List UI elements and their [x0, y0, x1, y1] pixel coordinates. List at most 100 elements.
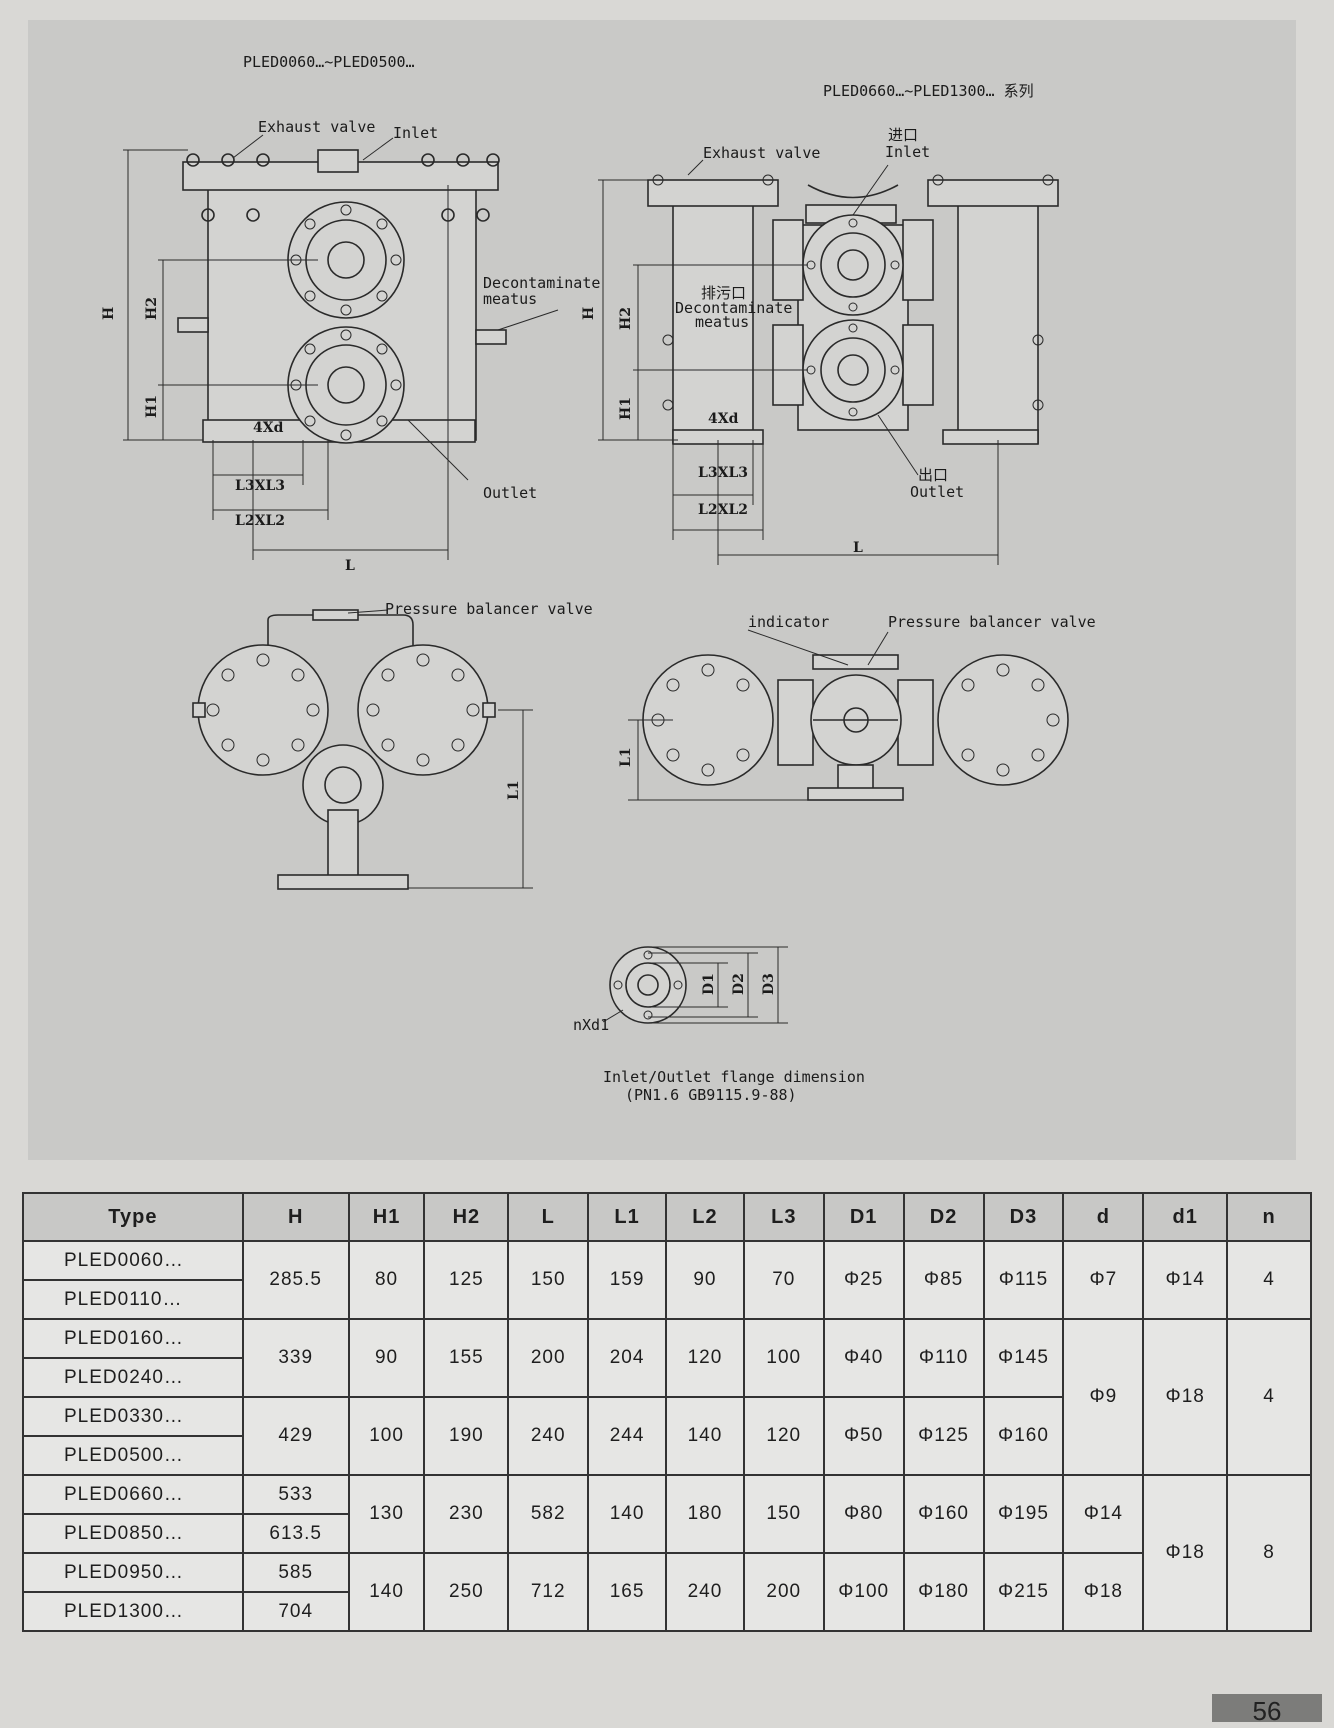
- flange-caption-line1: Inlet/Outlet flange dimension: [603, 1068, 865, 1086]
- type-cell: PLED0330…: [22, 1396, 244, 1437]
- value-cell: 704: [241, 1591, 350, 1632]
- value-cell: 140: [665, 1396, 745, 1476]
- value-cell: 140: [587, 1474, 667, 1554]
- value-cell: 4: [1226, 1318, 1312, 1476]
- right-top-view: indicator Pressure balancer valve L1: [618, 613, 1096, 801]
- value-cell: 70: [742, 1240, 825, 1320]
- dimension-table: Type H H1 H2 L L1 L2 L3 D1 D2 D3 d d1 n …: [22, 1192, 1312, 1632]
- table-row: PLED0330… 429 100 190 240 244 140 120 Φ5…: [22, 1396, 1311, 1476]
- value-cell: 100: [347, 1396, 426, 1476]
- value-cell: Φ125: [902, 1396, 985, 1476]
- type-cell: PLED0240…: [22, 1357, 244, 1398]
- title-small-series: PLED0060…~PLED0500…: [243, 53, 415, 71]
- technical-drawing: PLED0060…~PLED0500… PLED0660…~PLED1300… …: [28, 20, 1296, 1160]
- right-meatus-label: meatus: [695, 313, 749, 331]
- col-d1-upper: D1: [822, 1192, 905, 1242]
- value-cell: Φ85: [902, 1240, 985, 1320]
- right-h1-label: H1: [618, 397, 634, 420]
- value-cell: 80: [347, 1240, 426, 1320]
- left-inlet-label: Inlet: [393, 124, 438, 142]
- table-row: PLED0500…: [22, 1435, 1311, 1476]
- value-cell: Φ160: [982, 1396, 1065, 1476]
- value-cell: 8: [1226, 1474, 1312, 1632]
- value-cell: 150: [742, 1474, 825, 1554]
- right-h-label: H: [581, 307, 597, 320]
- table-row: PLED0850… 613.5: [22, 1513, 1311, 1554]
- right-inlet-cn-label: 进口: [888, 126, 918, 144]
- right-outlet-cn-label: 出口: [918, 466, 948, 484]
- type-cell: PLED1300…: [22, 1591, 244, 1632]
- col-h2: H2: [423, 1192, 510, 1242]
- right-decontaminate-label: Decontaminate: [675, 299, 792, 317]
- value-cell: 140: [347, 1552, 426, 1632]
- value-cell: 180: [665, 1474, 745, 1554]
- table-row: PLED0110…: [22, 1279, 1311, 1320]
- col-d: d: [1062, 1192, 1145, 1242]
- value-cell: 155: [423, 1318, 510, 1398]
- type-cell: PLED0160…: [22, 1318, 244, 1359]
- value-cell: 190: [423, 1396, 510, 1476]
- value-cell: 429: [241, 1396, 350, 1476]
- type-cell: PLED0500…: [22, 1435, 244, 1476]
- value-cell: 130: [347, 1474, 426, 1554]
- flange-d1-label: D1: [701, 973, 717, 995]
- value-cell: 204: [587, 1318, 667, 1398]
- value-cell: Φ145: [982, 1318, 1065, 1398]
- value-cell: 339: [241, 1318, 350, 1398]
- value-cell: 4: [1226, 1240, 1312, 1320]
- col-h1: H1: [347, 1192, 426, 1242]
- right-bolt-label: 4Xd: [708, 411, 739, 427]
- value-cell: Φ14: [1142, 1240, 1229, 1320]
- table-row: PLED0950… 585 140 250 712 165 240 200 Φ1…: [22, 1552, 1311, 1632]
- title-large-series: PLED0660…~PLED1300… 系列: [823, 82, 1034, 100]
- value-cell: 150: [507, 1240, 590, 1320]
- value-cell: 90: [665, 1240, 745, 1320]
- drawing-svg: PLED0060…~PLED0500… PLED0660…~PLED1300… …: [101, 53, 1096, 1104]
- value-cell: Φ25: [822, 1240, 905, 1320]
- left-l3-label: L3XL3: [235, 478, 285, 494]
- type-cell: PLED0660…: [22, 1474, 244, 1515]
- value-cell: 165: [587, 1552, 667, 1632]
- value-cell: 244: [587, 1396, 667, 1476]
- right-front-view: H H2 H1 4Xd L3XL3 L2XL2 L Exhaust valve …: [581, 126, 1059, 565]
- value-cell: Φ18: [1142, 1318, 1229, 1476]
- value-cell: 200: [507, 1318, 590, 1398]
- table-row: PLED0660… 533 130 230 582 140 180 150 Φ8…: [22, 1474, 1312, 1632]
- value-cell: Φ18: [1142, 1474, 1229, 1632]
- value-cell: Φ18: [1062, 1552, 1145, 1632]
- left-h-label: H: [101, 307, 117, 320]
- flange-detail: D1 D2 D3 nXd1 Inlet/Outlet flange dimens…: [573, 946, 865, 1104]
- col-l3: L3: [742, 1192, 825, 1242]
- value-cell: 230: [423, 1474, 510, 1554]
- right-inlet-label: Inlet: [885, 143, 930, 161]
- value-cell: 200: [742, 1552, 825, 1632]
- value-cell: Φ50: [822, 1396, 905, 1476]
- left-front-view: H H2 H1 4Xd L3XL3 L2XL2 L Exhaust valve …: [101, 118, 600, 574]
- left-bolt-label: 4Xd: [253, 420, 284, 436]
- value-cell: 100: [742, 1318, 825, 1398]
- type-cell: PLED0850…: [22, 1513, 244, 1554]
- value-cell: 712: [507, 1552, 590, 1632]
- value-cell: Φ40: [822, 1318, 905, 1398]
- left-top-view: Pressure balancer valve L1: [192, 600, 593, 890]
- right-exhaust-valve-label: Exhaust valve: [703, 144, 820, 162]
- value-cell: Φ80: [822, 1474, 905, 1554]
- indicator-label: indicator: [748, 613, 829, 631]
- value-cell: Φ215: [982, 1552, 1065, 1632]
- value-cell: 613.5: [241, 1513, 350, 1554]
- col-n: n: [1226, 1192, 1312, 1242]
- right-outlet-label: Outlet: [910, 483, 964, 501]
- value-cell: Φ14: [1062, 1474, 1145, 1554]
- value-cell: 250: [423, 1552, 510, 1632]
- value-cell: 585: [241, 1552, 350, 1593]
- left-l-label: L: [345, 558, 355, 574]
- flange-d2-label: D2: [731, 973, 747, 995]
- col-d2: D2: [902, 1192, 985, 1242]
- right-l3-label: L3XL3: [698, 465, 748, 481]
- value-cell: Φ9: [1062, 1318, 1145, 1476]
- col-l1: L1: [587, 1192, 667, 1242]
- value-cell: Φ110: [902, 1318, 985, 1398]
- left-top-l1-label: L1: [506, 780, 522, 800]
- col-type: Type: [22, 1192, 244, 1242]
- table-row: PLED0160… 339 90 155 200 204 120 100 Φ40…: [22, 1318, 1312, 1476]
